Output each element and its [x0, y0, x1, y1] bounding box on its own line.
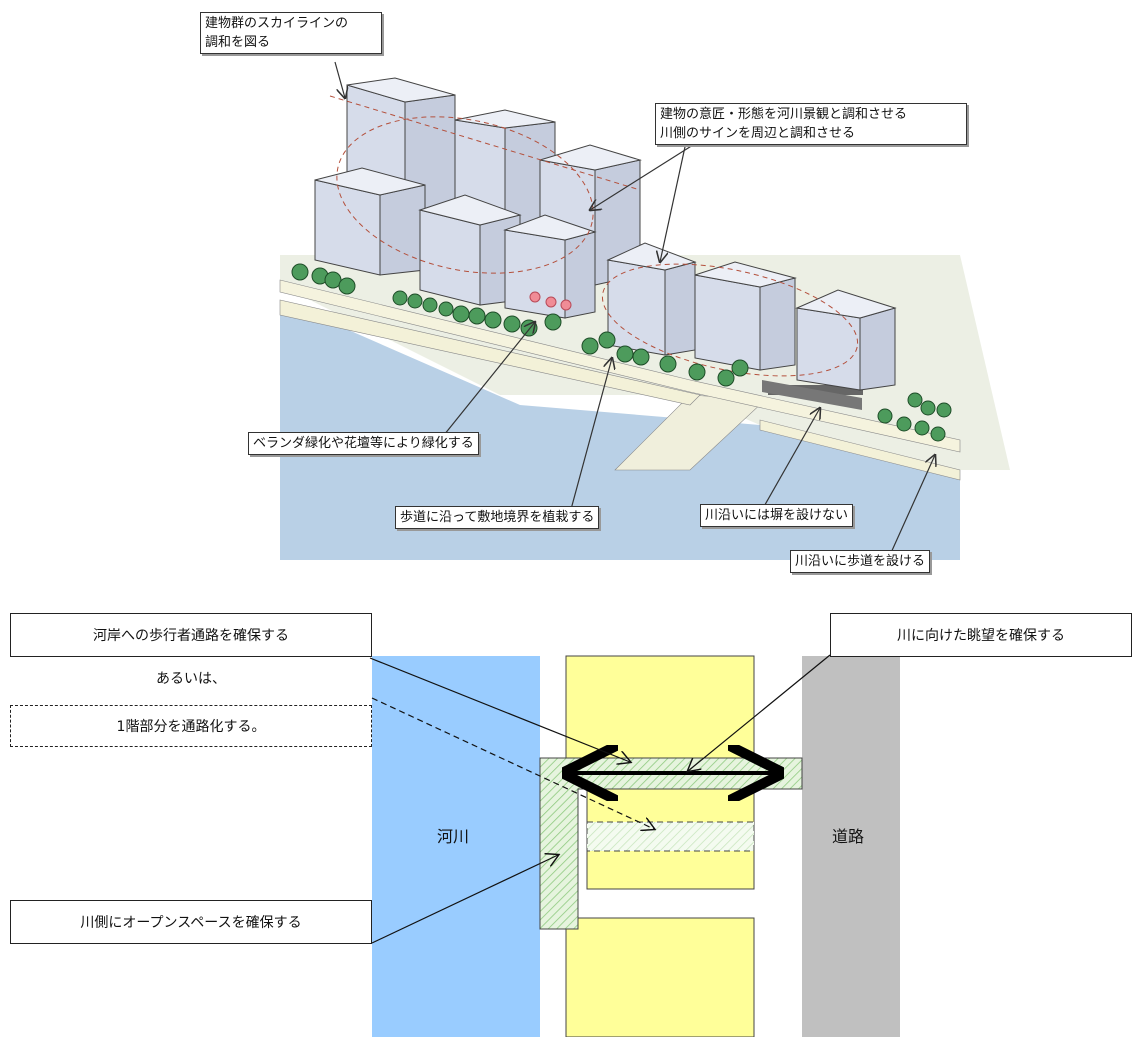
label-balcony: ベランダ緑化や花壇等により緑化する: [248, 432, 479, 455]
water-river: [280, 300, 960, 560]
label-sidewalk-planting-text: 歩道に沿って敷地境界を植栽する: [400, 510, 595, 525]
label-ground-floor: 1階部分を通路化する。: [10, 705, 372, 747]
label-design-line1: 建物の意匠・形態を河川景観と調和させる: [660, 107, 908, 122]
label-skyline-line2: 調和を図る: [205, 35, 271, 50]
upper-leaders: [334, 61, 935, 556]
front-sidewalk: [279, 279, 961, 453]
flower-beds: [529, 291, 572, 311]
road-label: 道路: [832, 827, 865, 846]
building-f: [503, 214, 597, 319]
label-skyline: 建物群のスカイラインの 調和を図る: [200, 12, 382, 54]
skyline-ellipse-1: [336, 116, 594, 274]
building-h: [694, 261, 797, 371]
river-walk-lower: [279, 299, 701, 406]
skyline-ellipse-2: [601, 263, 859, 377]
building-d: [314, 167, 426, 276]
buildings: [314, 77, 897, 391]
label-or: あるいは、: [156, 671, 226, 687]
building-g: [606, 242, 697, 356]
label-river-walk: 川沿いに歩道を設ける: [790, 550, 931, 573]
label-no-fence-text: 川沿いには塀を設けない: [705, 508, 849, 523]
label-river-walk-text: 川沿いに歩道を設ける: [795, 554, 926, 569]
label-balcony-text: ベランダ緑化や花壇等により緑化する: [253, 436, 474, 451]
label-access: 河岸への歩行者通路を確保する: [10, 613, 372, 657]
no-fence-wall: [762, 380, 862, 410]
label-no-fence: 川沿いには塀を設けない: [700, 504, 854, 527]
river-walk-right: [759, 419, 961, 481]
label-view: 川に向けた眺望を確保する: [830, 613, 1132, 657]
label-sidewalk-planting: 歩道に沿って敷地境界を植栽する: [395, 506, 600, 529]
river-label: 河川: [437, 827, 470, 846]
label-open-space: 川側にオープンスペースを確保する: [10, 900, 372, 944]
building-i: [795, 289, 897, 391]
label-skyline-line1: 建物群のスカイラインの: [205, 16, 349, 31]
label-design-line2: 川側のサインを周辺と調和させる: [660, 126, 856, 141]
label-design: 建物の意匠・形態を河川景観と調和させる 川側のサインを周辺と調和させる: [655, 103, 967, 145]
trees: [291, 263, 952, 442]
